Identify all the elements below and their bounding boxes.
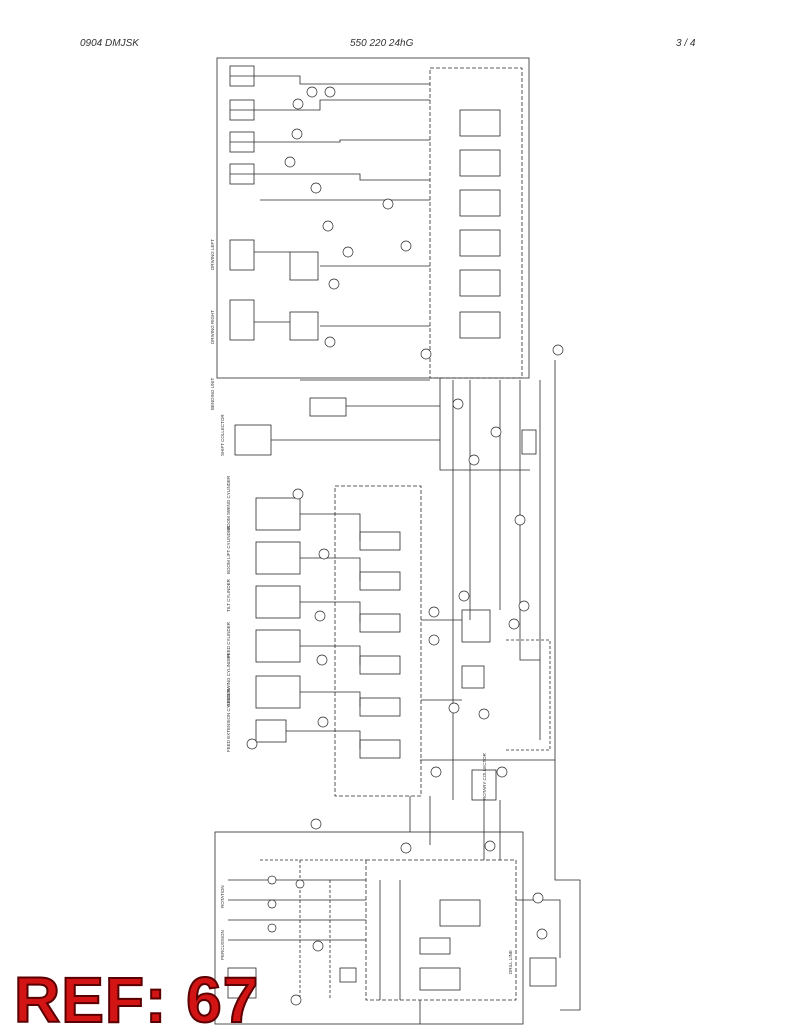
label-bending-unit: BENDING UNIT — [210, 377, 215, 410]
shift-collector-unit — [234, 424, 272, 456]
hydraulic-lines — [228, 75, 581, 1024]
control-valve-b — [289, 311, 319, 341]
drill-valve-block — [365, 859, 517, 1001]
return-collector — [521, 429, 537, 455]
label-drill-line: DRILL LINE — [508, 950, 513, 974]
label-tilt: TILT CYLINDER — [226, 578, 231, 612]
pressure-valve — [461, 665, 485, 689]
page-number: 3 / 4 — [676, 38, 696, 49]
pump-group — [461, 609, 491, 643]
item-bubbles — [246, 86, 564, 1006]
label-feed-swing: FEED SWING CYLINDER — [226, 653, 231, 706]
label-driving-right: DRIVING RIGHT — [210, 310, 215, 344]
label-boom-lift: BOOM LIFT CYLINDER — [226, 525, 231, 574]
pilot-lines — [260, 639, 551, 1000]
upper-section-frame — [216, 57, 530, 379]
drill-components — [227, 899, 481, 999]
label-rotation: ROTATION — [220, 885, 225, 908]
control-valve-a — [289, 251, 319, 281]
tank-valve — [529, 957, 557, 987]
boom-spools — [359, 531, 401, 759]
lower-section-frame — [214, 831, 524, 1025]
label-rotary-collector: ROTARY COLLECTOR — [482, 752, 487, 800]
label-driving-left: DRIVING LEFT — [210, 239, 215, 270]
label-percussion: PERCUSSION — [220, 930, 225, 960]
driving-left-motor — [229, 239, 255, 271]
boom-valve-block — [334, 485, 422, 797]
driving-valve-block — [429, 67, 523, 379]
label-shift-collector: SHIFT COLLECTOR — [220, 414, 225, 456]
boom-cylinders — [255, 497, 301, 743]
ref-stamp: REF: 67 — [13, 964, 260, 1036]
bending-valve — [309, 397, 347, 417]
label-feed: FEED CYLINDER — [226, 621, 231, 658]
document-code: 0904 DMJSK — [80, 38, 139, 49]
label-feed-extension: FEED EXTENSION CYLINDER — [226, 688, 231, 752]
component-labels: DRIVING LEFT DRIVING RIGHT BENDING UNIT … — [210, 239, 513, 974]
part-number: 550 220 24hG — [350, 38, 414, 49]
driving-right-motor — [229, 299, 255, 341]
label-boom-swing: BOOM SWING CYLINDER — [226, 475, 231, 530]
driving-spools — [459, 109, 501, 339]
